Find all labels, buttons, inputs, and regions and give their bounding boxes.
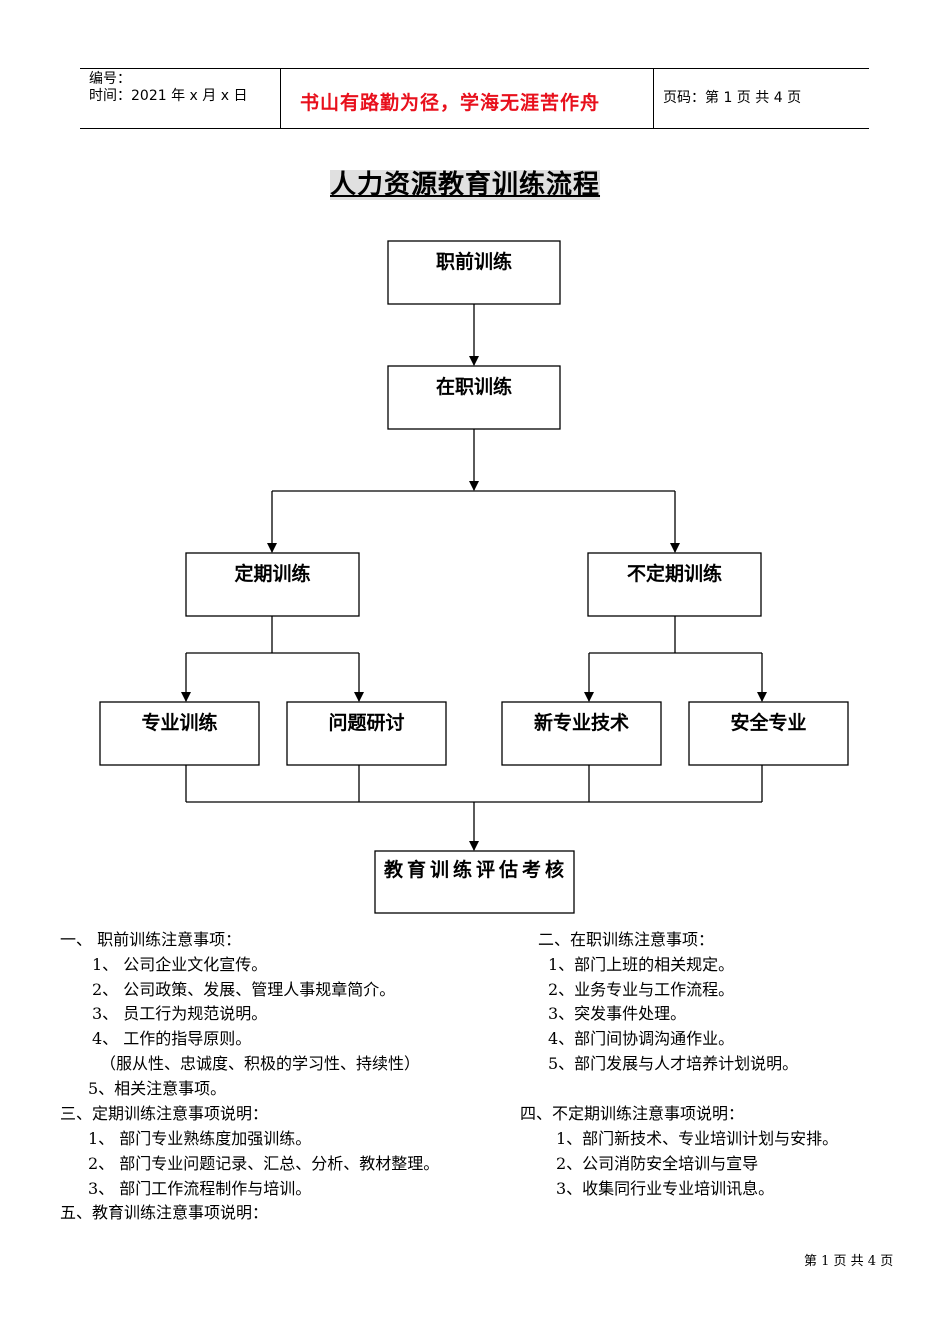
section-2-item: 5、部门发展与人才培养计划说明。 [548, 1054, 799, 1073]
label-problem-study: 问题研讨 [328, 712, 405, 734]
label-on-job: 在职训练 [435, 376, 512, 398]
label-professional: 专业训练 [141, 712, 218, 734]
page-title: 人力资源教育训练流程 [330, 164, 601, 201]
section-1-item: 3、 员工行为规范说明。 [92, 1004, 268, 1023]
box-on-job [387, 365, 561, 430]
document-number-label: 编号： [89, 71, 131, 87]
section-2-item: 3、突发事件处理。 [548, 1004, 687, 1023]
section-1-item: 2、 公司政策、发展、管理人事规章简介。 [92, 980, 396, 999]
label-evaluation: 教育训练评估考核 [384, 859, 569, 881]
page-info: 页码：第 1 页 共 4 页 [663, 90, 802, 106]
section-3-item: 2、 部门专业问题记录、汇总、分析、教材整理。 [88, 1154, 440, 1173]
label-periodic: 定期训练 [234, 563, 311, 585]
document-date: 时间：2021 年 x 月 x 日 [89, 88, 248, 104]
section-1-item: 4、 工作的指导原则。 [92, 1029, 252, 1048]
box-non-periodic [587, 552, 762, 617]
section-3-item: 3、 部门工作流程制作与培训。 [88, 1179, 312, 1198]
label-new-tech: 新专业技术 [533, 712, 629, 734]
section-4-title: 四、不定期训练注意事项说明： [520, 1104, 745, 1123]
label-pre-job: 职前训练 [435, 251, 512, 273]
section-3-title: 三、定期训练注意事项说明： [60, 1104, 269, 1123]
page-title-text: 人力资源教育训练流程 [330, 170, 601, 200]
training-flowchart [99, 240, 849, 914]
motto: 书山有路勤为径，学海无涯苦作舟 [300, 92, 601, 114]
box-new-tech [501, 701, 662, 766]
section-2-item: 4、部门间协调沟通作业。 [548, 1029, 735, 1048]
section-5-title: 五、教育训练注意事项说明： [60, 1203, 269, 1222]
section-1-item: 1、 公司企业文化宣传。 [92, 955, 268, 974]
section-2-item: 2、业务专业与工作流程。 [548, 980, 735, 999]
page-footer: 第 1 页 共 4 页 [804, 1254, 894, 1269]
box-evaluation [374, 850, 575, 914]
section-1-item: （服从性、忠诚度、积极的学习性、持续性） [100, 1054, 421, 1073]
section-3-item: 1、 部门专业熟练度加强训练。 [88, 1129, 312, 1148]
section-1-item: 5、相关注意事项。 [88, 1079, 227, 1098]
box-professional [99, 701, 260, 766]
box-safety [688, 701, 849, 766]
section-4-item: 2、公司消防安全培训与宣导 [556, 1154, 759, 1173]
box-pre-job [387, 240, 561, 305]
section-2-title: 二、在职训练注意事项： [538, 930, 715, 949]
section-4-item: 3、收集同行业专业培训讯息。 [556, 1179, 775, 1198]
section-2-item: 1、部门上班的相关规定。 [548, 955, 735, 974]
section-1-title: 一、 职前训练注意事项： [60, 930, 242, 949]
label-non-periodic: 不定期训练 [626, 563, 722, 585]
label-safety: 安全专业 [730, 712, 807, 734]
section-4-item: 1、部门新技术、专业培训计划与安排。 [556, 1129, 839, 1148]
box-problem-study [286, 701, 447, 766]
box-periodic [185, 552, 360, 617]
